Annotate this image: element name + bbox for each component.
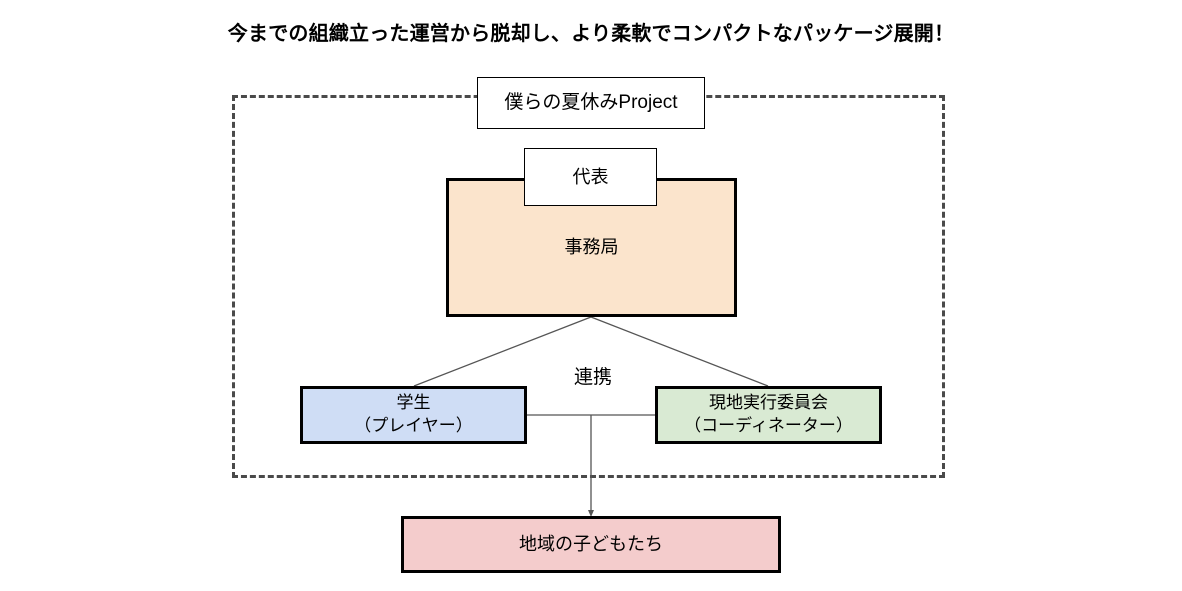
node-representative-label: 代表 — [572, 166, 609, 187]
edge-label-cooperation: 連携 — [573, 367, 612, 388]
node-project-label: 僕らの夏休みProject — [504, 92, 678, 114]
node-children[interactable]: 地域の子どもたち — [401, 516, 781, 573]
page-title: 今までの組織立った運営から脱却し、より柔軟でコンパクトなパッケージ展開！ — [227, 23, 955, 45]
node-secretariat-label: 事務局 — [564, 237, 619, 258]
node-children-label: 地域の子どもたち — [519, 534, 663, 555]
node-students[interactable]: 学生 （プレイヤー） — [300, 386, 527, 444]
node-committee-label: 現地実行委員会 （コーディネーター） — [684, 393, 853, 435]
node-representative[interactable]: 代表 — [524, 148, 657, 206]
node-students-label: 学生 （プレイヤー） — [354, 393, 473, 435]
node-project[interactable]: 僕らの夏休みProject — [477, 77, 705, 129]
node-committee[interactable]: 現地実行委員会 （コーディネーター） — [655, 386, 882, 444]
